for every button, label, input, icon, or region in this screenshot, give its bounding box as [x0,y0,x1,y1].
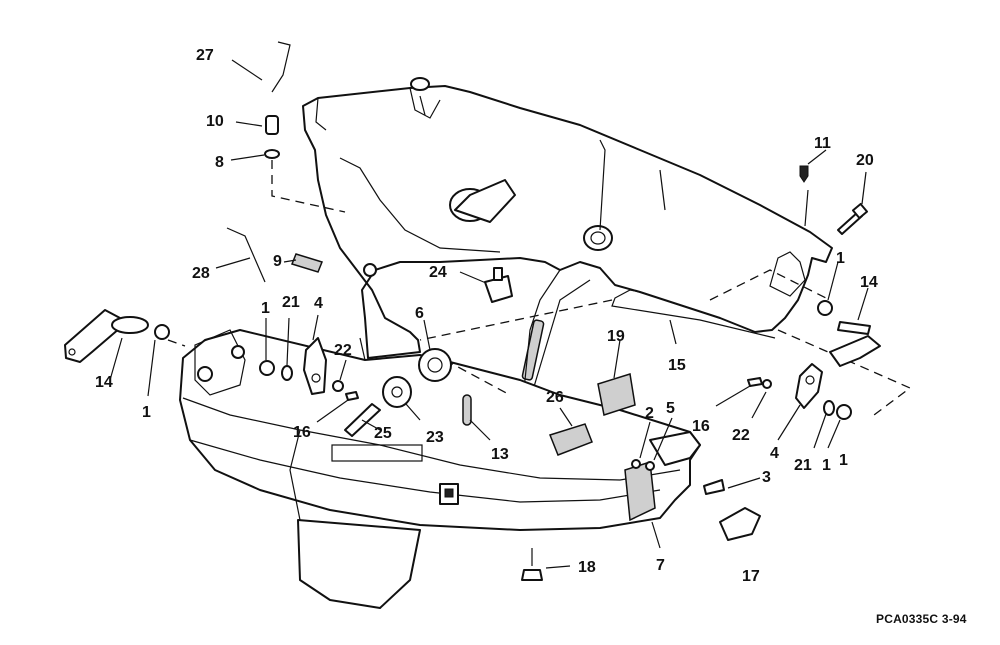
callout-26: 26 [546,389,564,406]
callout-23: 23 [426,429,444,446]
callout-7: 7 [656,557,665,574]
part-23-grommet [382,376,412,408]
callout-5: 5 [666,400,675,417]
part-22-washer-a [332,380,344,392]
callout-22-a: 22 [334,342,352,359]
callout-15: 15 [668,357,686,374]
part-13-clip [462,394,472,426]
part-28-rod [226,227,266,283]
callout-6: 6 [415,305,424,322]
upper-cowl [302,77,833,412]
part-22-washer-b [762,379,772,389]
callout-4-a: 4 [314,295,323,312]
part-21-washer-a [281,365,293,381]
callout-18: 18 [578,559,596,576]
part-16-screw-b [747,377,763,387]
alignment-lines [167,160,912,419]
callout-14-right: 14 [860,274,878,291]
part-14-latch-right [829,335,881,367]
callout-17: 17 [742,568,760,585]
part-17-cap [719,507,761,541]
callout-22-b: 22 [732,427,750,444]
part-1-nut-b [259,360,275,376]
leader-lines [109,59,869,569]
part-4-bracket-a [303,337,327,395]
callout-14-left: 14 [95,374,113,391]
callout-10: 10 [206,113,224,130]
callout-8: 8 [215,154,224,171]
part-1-nut-d [836,404,852,420]
part-18-plug [521,569,543,581]
part-10-fitting [265,115,279,135]
part-2-washer [631,459,641,469]
callout-16-b: 16 [692,418,710,435]
part-14-latch-left [64,309,121,363]
callout-21-a: 21 [282,294,300,311]
part-8-oring [264,149,280,159]
callout-19: 19 [607,328,625,345]
part-27-rod [271,41,291,93]
part-1-nut-a [154,324,170,340]
callout-2: 2 [645,405,654,422]
callout-24: 24 [429,264,447,281]
callout-28: 28 [192,265,210,282]
part-26-block [549,423,593,456]
callout-25: 25 [374,425,392,442]
callout-16-a: 16 [293,424,311,441]
small-parts [64,41,881,581]
callout-9: 9 [273,253,282,270]
drawing-code: PCA0335C 3-94 [876,612,967,626]
callout-21-b: 21 [794,457,812,474]
callout-20: 20 [856,152,874,169]
part-16-screw-a [345,391,359,401]
part-6-grommet [418,348,452,382]
callout-11: 11 [814,135,831,152]
callout-1-e: 1 [822,457,831,474]
callout-1-b: 1 [142,404,151,421]
part-5-washer [645,461,655,471]
callout-27: 27 [196,47,214,64]
part-9-clip [291,253,323,273]
callout-1-c: 1 [836,250,845,267]
part-11-screw [799,165,809,183]
callout-3: 3 [762,469,771,486]
callout-labels: 27 10 8 11 20 28 9 24 1 14 14 1 1 21 4 6… [95,47,878,585]
part-21-washer-b [823,400,835,416]
callout-13: 13 [491,446,509,463]
part-19-block [597,373,636,416]
callout-4-b: 4 [770,445,779,462]
part-3-screw [703,479,725,495]
callout-1-d: 1 [839,452,848,469]
part-1-nut-c [817,300,833,316]
callout-1-a: 1 [261,300,270,317]
part-4-bracket-b [795,363,823,409]
